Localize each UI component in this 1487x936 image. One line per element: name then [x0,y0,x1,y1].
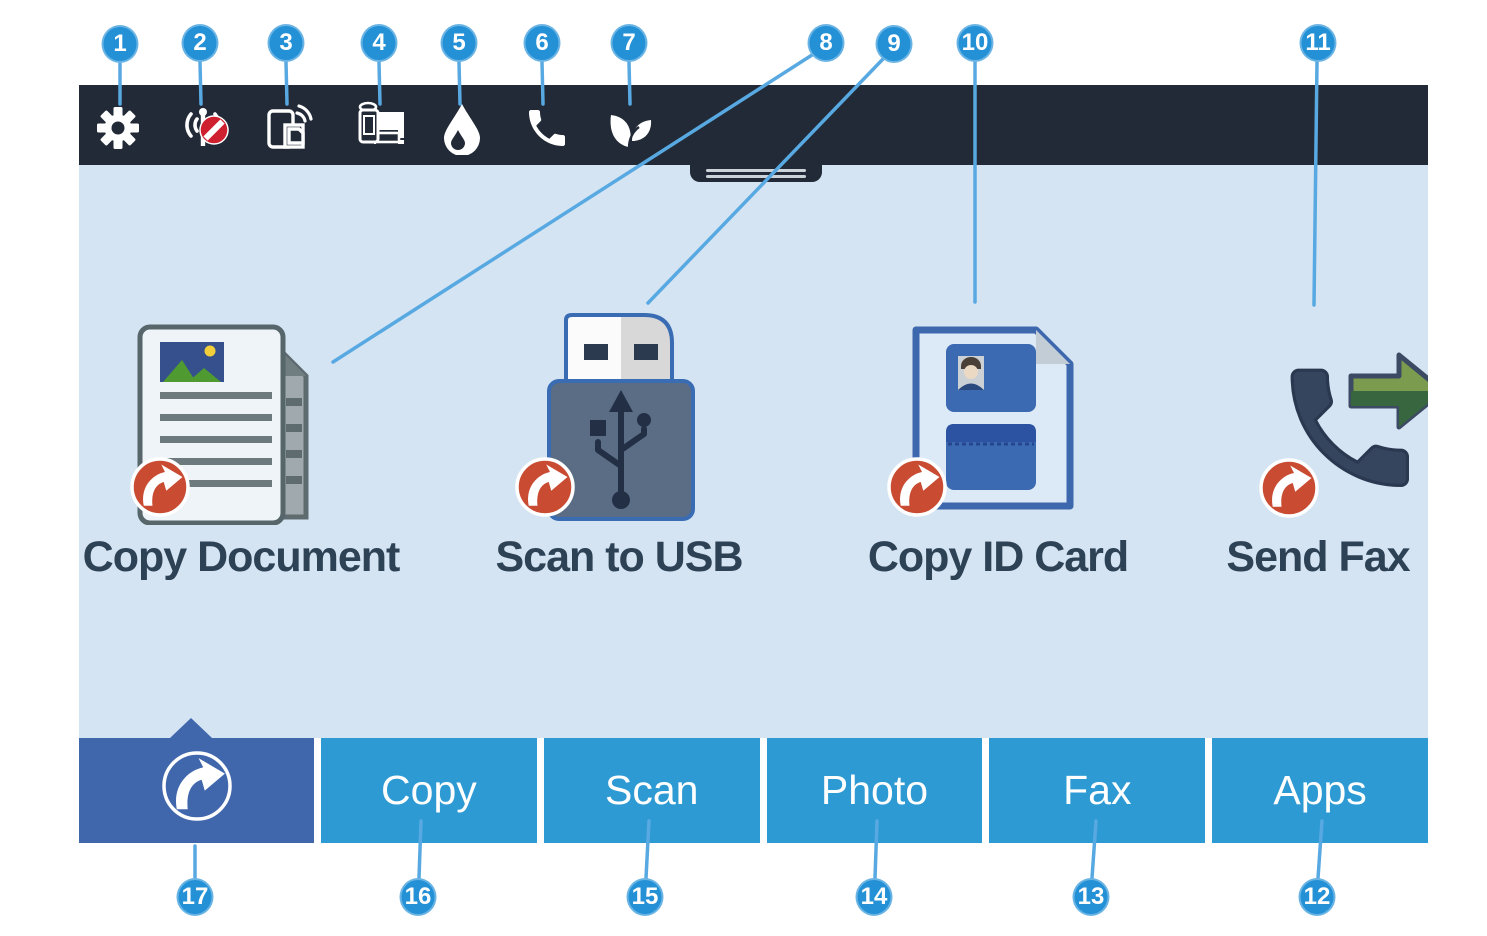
handle-grip-line [706,169,806,172]
settings-gear-icon[interactable] [90,100,146,156]
callout-3: 3 [267,24,305,62]
tab-fax[interactable]: Fax [989,738,1206,843]
tab-photo[interactable]: Photo [766,738,983,843]
send-fax-icon[interactable] [1271,333,1428,523]
copy-id-card-icon[interactable] [908,322,1078,519]
status-bar [79,85,1428,165]
tab-apps-label: Apps [1273,767,1367,813]
callout-16: 16 [399,878,437,916]
callout-12: 12 [1298,878,1336,916]
shortcut-label-copy-id-card[interactable]: Copy ID Card [867,533,1129,581]
callout-17: 17 [176,878,214,916]
active-tab-notch [170,718,212,738]
tab-apps[interactable]: Apps [1212,738,1428,843]
shortcut-badge-icon [886,456,948,518]
wifi-direct-icon[interactable] [260,100,316,156]
fax-phone-icon[interactable] [519,100,575,156]
printer-touchscreen: Copy Document Scan to USB Copy ID Card S… [79,85,1428,843]
eprint-icon[interactable] [352,100,408,156]
ink-level-icon[interactable] [434,100,490,156]
callout-8: 8 [807,24,845,62]
tab-fax-label: Fax [1063,767,1132,813]
eco-icon[interactable] [602,100,658,156]
share-arrow-icon [159,748,235,834]
callout-4: 4 [360,24,398,62]
callout-7: 7 [610,24,648,62]
tab-bar: Copy Scan Photo Fax Apps [79,718,1428,843]
callout-1: 1 [101,25,139,63]
tab-photo-label: Photo [820,767,929,813]
callout-11: 11 [1299,24,1337,62]
shortcut-label-send-fax[interactable]: Send Fax [1226,533,1410,581]
shortcut-badge-icon [514,456,576,518]
tab-scan-label: Scan [604,767,699,813]
callout-2: 2 [181,24,219,62]
callout-15: 15 [626,878,664,916]
tab-shortcuts[interactable] [79,718,314,843]
handle-grip-line [706,175,806,178]
callout-5: 5 [440,24,478,62]
dashboard-pull-handle[interactable] [690,165,822,182]
callout-13: 13 [1072,878,1110,916]
tab-scan[interactable]: Scan [543,738,760,843]
shortcut-label-scan-to-usb[interactable]: Scan to USB [495,533,743,581]
shortcut-badge-icon [1258,457,1320,519]
callout-6: 6 [523,24,561,62]
callout-14: 14 [855,878,893,916]
callout-9: 9 [875,25,913,63]
shortcut-badge-icon [129,456,191,518]
wireless-off-icon[interactable] [175,100,231,156]
shortcut-label-copy-document[interactable]: Copy Document [82,533,401,581]
tab-copy-label: Copy [381,767,477,813]
callout-10: 10 [956,24,994,62]
tab-copy[interactable]: Copy [321,738,537,843]
